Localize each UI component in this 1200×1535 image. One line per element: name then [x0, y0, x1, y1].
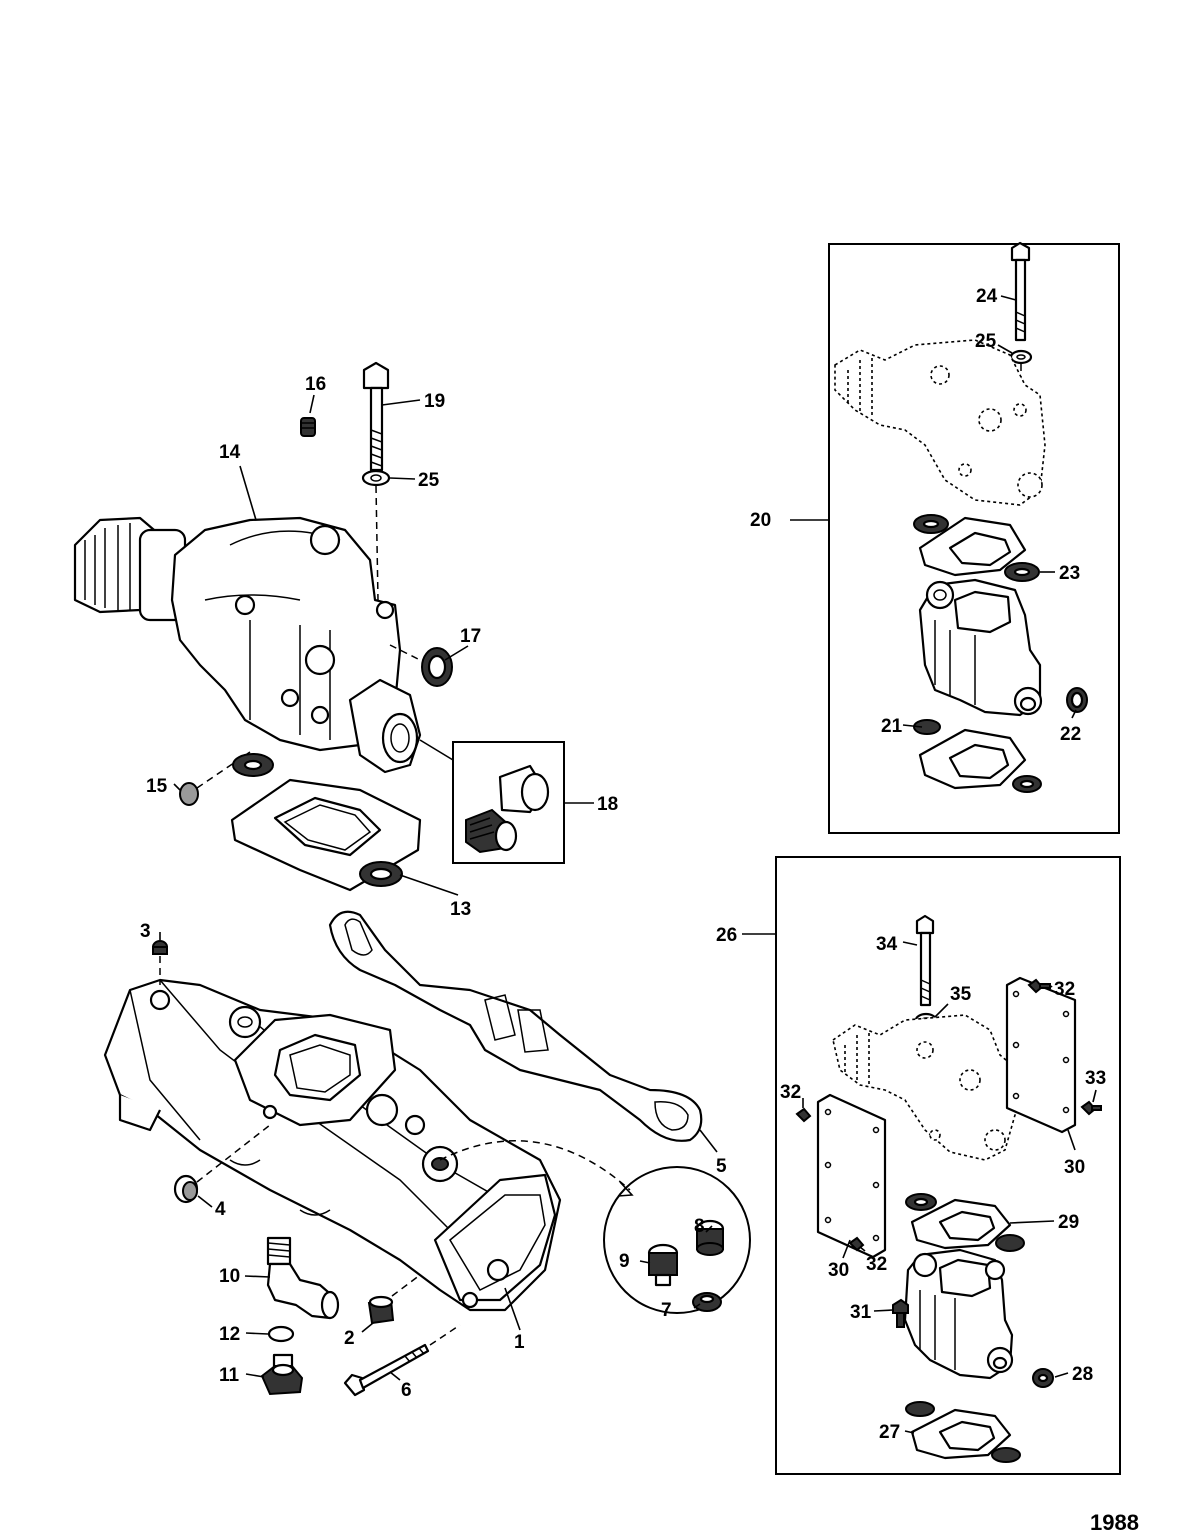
screw-32-bottom — [848, 1236, 865, 1252]
callout-34: 34 — [876, 934, 898, 955]
align-line-6 — [429, 1324, 461, 1346]
callout-24: 24 — [976, 286, 998, 307]
fittings-18 — [465, 764, 550, 854]
screw-33 — [1080, 1100, 1102, 1116]
callout-18: 18 — [597, 794, 618, 815]
stud-6 — [343, 1343, 430, 1397]
elbow-ghost-kit26 — [832, 1014, 1016, 1161]
screw-32-top — [1027, 978, 1051, 994]
gasket-23 — [913, 514, 1040, 582]
washer-25-left — [361, 469, 391, 487]
callout-27: 27 — [879, 1422, 900, 1443]
gasket-5 — [328, 910, 703, 1142]
o-ring-12 — [267, 1325, 295, 1343]
callout-28: 28 — [1072, 1364, 1093, 1385]
plug-2 — [367, 1295, 395, 1325]
cover-plate-right — [1005, 976, 1077, 1134]
drain-plug-11 — [260, 1353, 304, 1396]
callout-8: 8 — [694, 1216, 705, 1237]
callout-1: 1 — [514, 1332, 525, 1353]
callout-2: 2 — [344, 1328, 355, 1349]
arrow-head — [617, 1181, 634, 1197]
callout-26: 26 — [716, 925, 737, 946]
bolt-34 — [915, 914, 935, 1007]
callout-6: 6 — [401, 1380, 412, 1401]
exhaust-manifold-1 — [103, 978, 562, 1312]
align-line-19 — [375, 485, 379, 601]
detail-circle-plugs — [603, 1166, 751, 1314]
callout-3: 3 — [140, 921, 151, 942]
bolt-24 — [1010, 241, 1031, 342]
align-line-2 — [391, 1274, 421, 1297]
riser-kit20 — [918, 578, 1043, 717]
elbow-ghost-kit20 — [834, 339, 1046, 506]
bolt-19 — [362, 361, 390, 472]
callout-31: 31 — [850, 1302, 872, 1323]
callout-14: 14 — [219, 442, 241, 463]
callout-32-top: 32 — [1054, 979, 1075, 1000]
exhaust-elbow-14 — [73, 516, 422, 774]
callout-33: 33 — [1085, 1068, 1106, 1089]
fitting-28 — [1032, 1368, 1054, 1388]
callout-4: 4 — [215, 1199, 226, 1220]
fitting-22 — [1066, 687, 1088, 713]
callout-23: 23 — [1059, 563, 1080, 584]
callout-7: 7 — [661, 1300, 672, 1321]
plug-15 — [179, 782, 199, 806]
plug-7 — [692, 1292, 722, 1312]
callout-10: 10 — [219, 1266, 240, 1287]
plug-4 — [173, 1174, 199, 1204]
kit-box-20 — [828, 243, 1120, 834]
callout-16: 16 — [305, 374, 326, 395]
callout-labels: 1 2 3 4 5 6 7 8 9 10 11 12 13 14 15 16 1… — [140, 286, 1106, 1443]
fitting-10 — [266, 1236, 340, 1320]
callout-5: 5 — [716, 1156, 727, 1177]
plug-16 — [300, 417, 316, 437]
callout-29: 29 — [1058, 1212, 1079, 1233]
callout-25-kit20: 25 — [975, 331, 997, 352]
callout-22: 22 — [1060, 724, 1081, 745]
callout-20: 20 — [750, 510, 771, 531]
screw-32-left — [795, 1107, 812, 1123]
align-line-17 — [389, 644, 421, 661]
align-line-detail — [439, 1140, 631, 1191]
callout-13: 13 — [450, 899, 471, 920]
callout-32-left: 32 — [780, 1082, 801, 1103]
figure-id: 1988 — [1090, 1510, 1139, 1535]
callout-25-left: 25 — [418, 470, 440, 491]
riser-kit26 — [903, 1248, 1014, 1380]
callout-19: 19 — [424, 391, 445, 412]
gasket-21 — [913, 719, 1042, 793]
plug-8 — [695, 1219, 725, 1256]
gasket-13 — [230, 753, 422, 892]
bolt-31 — [892, 1298, 909, 1328]
align-line-4 — [196, 1124, 271, 1183]
callout-17: 17 — [460, 626, 481, 647]
leader-lines — [159, 295, 1097, 1434]
plug-3 — [152, 940, 168, 955]
callout-9: 9 — [619, 1251, 630, 1272]
callout-32-bottom: 32 — [866, 1254, 887, 1275]
callout-30-right: 30 — [1064, 1157, 1085, 1178]
plug-9 — [647, 1243, 679, 1287]
callout-12: 12 — [219, 1324, 240, 1345]
fitting-17 — [421, 647, 453, 687]
callout-15: 15 — [146, 776, 168, 797]
kit-box-26 — [775, 856, 1121, 1475]
callout-21: 21 — [881, 716, 903, 737]
cover-plate-left — [816, 1093, 887, 1259]
gasket-27 — [905, 1401, 1021, 1463]
gasket-29 — [905, 1193, 1025, 1252]
washer-25-kit20 — [1009, 349, 1033, 365]
callout-35: 35 — [950, 984, 972, 1005]
callout-11: 11 — [219, 1365, 240, 1386]
callout-30-bottom: 30 — [828, 1260, 849, 1281]
